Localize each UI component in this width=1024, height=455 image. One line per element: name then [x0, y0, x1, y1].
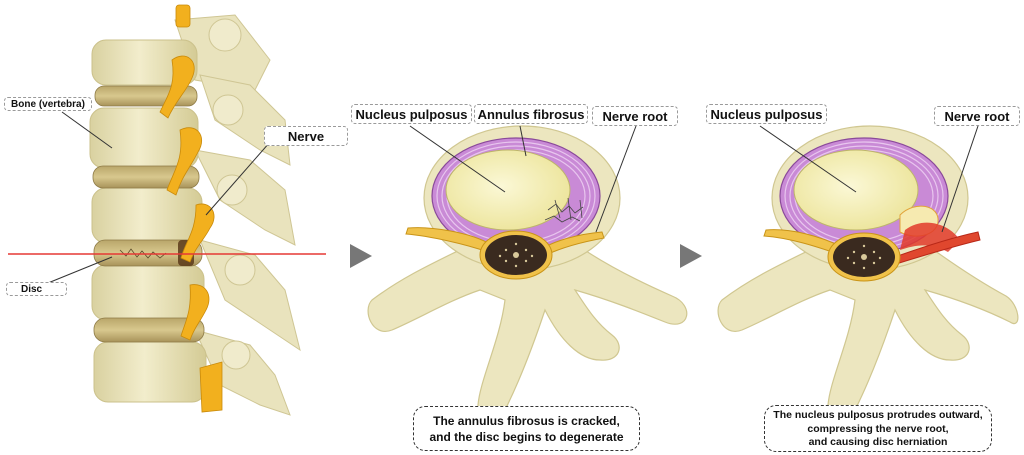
left-leader-lines [47, 111, 271, 284]
caption-herniation: The nucleus pulposus protrudes outward, … [764, 405, 992, 452]
arrow-icon [680, 244, 702, 268]
caption-line: The annulus fibrosus is cracked, [433, 414, 620, 428]
vertebra-bone [717, 239, 1019, 417]
cord-dots [846, 244, 882, 270]
vertebra-bone [367, 239, 688, 417]
vertebral-bodies [89, 39, 207, 403]
cord-dots [498, 242, 534, 268]
caption-degeneration: The annulus fibrosus is cracked, and the… [413, 406, 640, 451]
disc-top-view-herniation [717, 125, 1019, 417]
spinal-nerves [159, 4, 223, 413]
middle-leader-lines [409, 125, 637, 233]
annulus-cracks [544, 197, 584, 223]
disc-top-view-degeneration [367, 125, 688, 417]
arrow-icon [350, 244, 372, 268]
label-nerve-root: Nerve root [934, 106, 1020, 126]
nucleus-pulposus [445, 149, 571, 231]
label-bone-vertebra: Bone (vertebra) [4, 97, 92, 111]
caption-line: compressing the nerve root, [807, 422, 949, 435]
label-disc: Disc [6, 282, 67, 296]
label-nerve: Nerve [264, 126, 348, 146]
nucleus-pulposus [793, 149, 919, 231]
label-nerve-root: Nerve root [592, 106, 678, 126]
spinous-processes [174, 14, 301, 416]
caption-line: and the disc begins to degenerate [429, 430, 624, 444]
spine-side-view [8, 4, 326, 416]
label-nucleus-pulposus: Nucleus pulposus [706, 104, 827, 124]
label-nucleus-pulposus: Nucleus pulposus [351, 104, 472, 124]
right-leader-lines [759, 125, 979, 233]
caption-line: The nucleus pulposus protrudes outward, [773, 409, 983, 421]
label-annulus-fibrosus: Annulus fibrosus [474, 104, 588, 124]
caption-line: and causing disc herniation [808, 436, 948, 448]
